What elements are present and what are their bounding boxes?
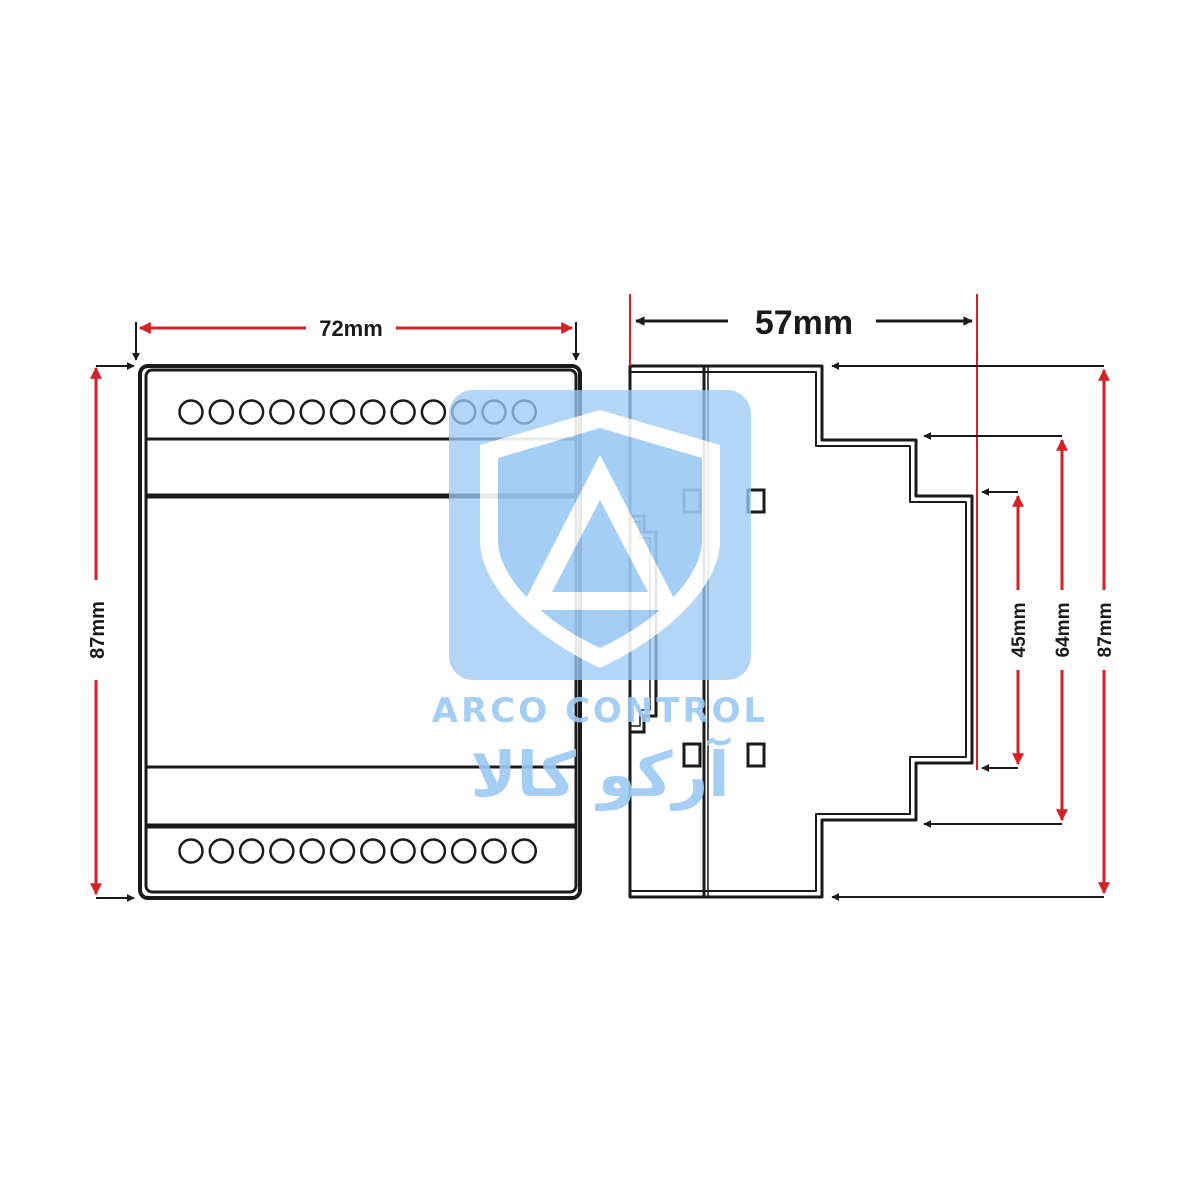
terminal-screw: [269, 399, 295, 425]
terminal-screw: [269, 838, 295, 864]
watermark-name-persian: آرکو کالا: [471, 736, 732, 811]
terminal-screw: [360, 838, 386, 864]
triangle-cutout: [552, 500, 648, 592]
watermark: ARCO CONTROL آرکو کالا: [432, 390, 768, 811]
terminal-screw: [390, 838, 416, 864]
side-housing-profile: [628, 364, 974, 899]
front-width-dimension: 72mm: [132, 316, 580, 361]
side-height-outer-label: 87mm: [1095, 603, 1116, 658]
front-width-label: 72mm: [319, 316, 383, 341]
latch-window: [682, 742, 702, 768]
terminal-screw: [299, 838, 325, 864]
terminal-screw: [511, 838, 538, 864]
latch-window: [746, 742, 766, 768]
terminal-row-bottom: [178, 838, 538, 864]
terminal-screw: [360, 399, 386, 425]
side-height-inner-label: 45mm: [1009, 603, 1030, 658]
side-height-mid-label: 64mm: [1053, 603, 1074, 658]
front-height-dimension: 87mm: [87, 362, 135, 902]
terminal-screw: [299, 399, 325, 425]
side-height-dimensions: 45mm 64mm 87mm: [831, 362, 1116, 901]
terminal-screw: [329, 838, 356, 864]
terminal-screw: [420, 399, 447, 425]
terminal-screw: [420, 838, 447, 864]
front-height-label: 87mm: [87, 601, 109, 659]
terminal-screw: [178, 838, 204, 864]
side-depth-label: 57mm: [755, 304, 853, 342]
terminal-screw: [208, 399, 235, 425]
terminal-screw: [208, 838, 235, 864]
terminal-screw: [238, 838, 265, 864]
watermark-name-latin: ARCO CONTROL: [432, 691, 768, 731]
terminal-screw: [329, 399, 356, 425]
terminal-screw: [178, 399, 204, 425]
terminal-screw: [390, 399, 416, 425]
side-depth-dimension: 57mm: [629, 294, 978, 770]
terminal-screw: [481, 838, 507, 864]
terminal-screw: [238, 399, 265, 425]
terminal-screw: [450, 838, 477, 864]
side-housing-inner: [630, 371, 967, 892]
